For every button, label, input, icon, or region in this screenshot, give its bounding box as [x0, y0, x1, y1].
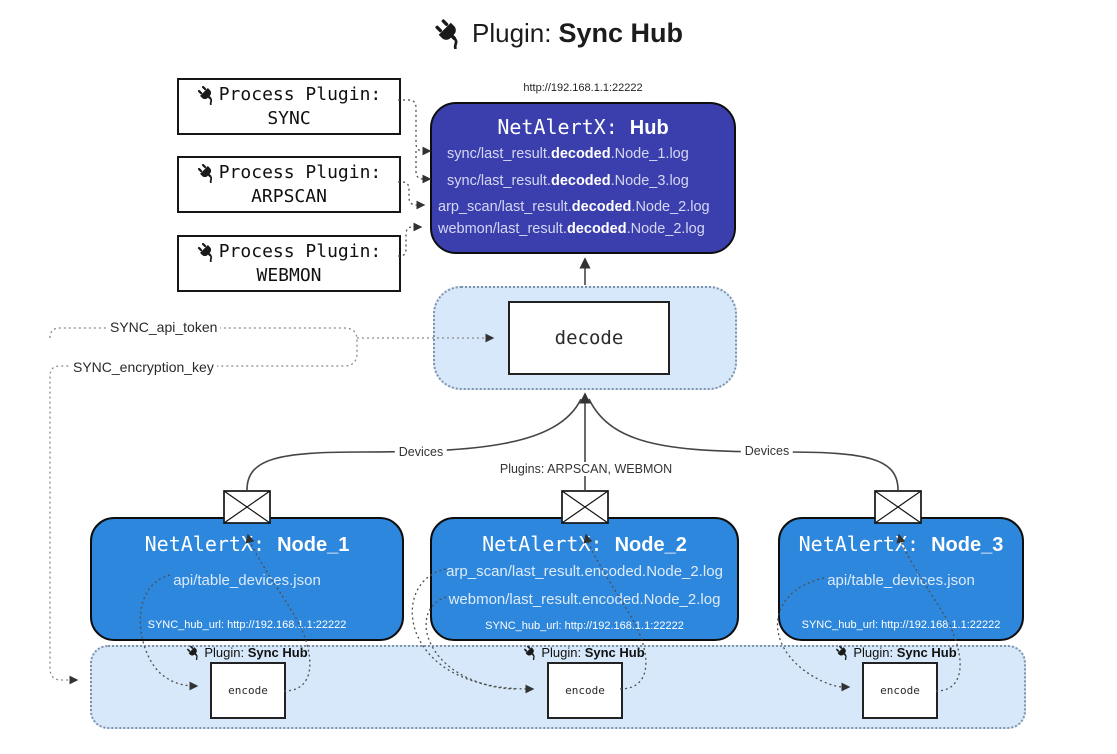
hub-log-line: arp_scan/last_result.decoded.Node_2.log — [438, 199, 710, 215]
hub-title-name: Hub — [629, 117, 669, 139]
process-plugin-name: ARPSCAN — [251, 185, 327, 207]
node1-box: NetAlertX: Node_1 api/table_devices.json… — [90, 517, 404, 641]
setting-sync-encryption-key: SYNC_encryption_key — [70, 359, 217, 375]
plug-icon — [197, 242, 217, 262]
node-file: arp_scan/last_result.encoded.Node_2.log — [446, 563, 723, 580]
plug-icon — [186, 645, 201, 660]
hub-title-prefix: NetAlertX: — [497, 115, 630, 139]
hub-log-line: sync/last_result.decoded.Node_3.log — [447, 173, 689, 189]
hub-title: NetAlertX: Hub — [432, 115, 734, 140]
edge-arpscan-to-log3 — [398, 181, 426, 210]
process-plugin-label: Process Plugin: — [218, 240, 382, 262]
node-hub-url: SYNC_hub_url: http://192.168.1.1:22222 — [801, 619, 1001, 631]
node2-box: NetAlertX: Node_2 arp_scan/last_result.e… — [430, 517, 739, 641]
hub-log-line: webmon/last_result.decoded.Node_2.log — [438, 221, 705, 237]
process-plugin-label: Process Plugin: — [218, 83, 382, 105]
edge-sync-to-log1 — [398, 99, 432, 156]
edge-label-devices-right: Devices — [740, 444, 794, 458]
hub-log-line: sync/last_result.decoded.Node_1.log — [447, 146, 689, 162]
plug-icon — [523, 645, 538, 660]
node-hub-url: SYNC_hub_url: http://192.168.1.1:22222 — [147, 619, 347, 631]
diagram-title-name: Sync Hub — [558, 18, 684, 48]
process-plugin-name: SYNC — [267, 107, 311, 129]
diagram-title-label: Plugin: — [471, 18, 552, 48]
node-file: api/table_devices.json — [827, 572, 975, 589]
plug-icon — [197, 85, 217, 105]
decode-box: decode — [508, 301, 670, 375]
node-title: NetAlertX: Node_1 — [144, 532, 350, 556]
node-file: api/table_devices.json — [173, 572, 321, 589]
edge-webmon-to-log4 — [398, 222, 423, 257]
hub-url-label: http://192.168.1.1:22222 — [523, 82, 643, 94]
node-file: webmon/last_result.encoded.Node_2.log — [448, 591, 721, 608]
encode-box-2: encode — [547, 662, 623, 719]
encode-box-3: encode — [862, 662, 938, 719]
plug-icon — [835, 645, 850, 660]
sync-hub-badge-2: Plugin: Sync Hub — [523, 645, 645, 660]
setting-sync-api-token: SYNC_api_token — [107, 319, 221, 335]
encode-box-1: encode — [210, 662, 286, 719]
node-title: NetAlertX: Node_2 — [482, 532, 687, 556]
edge-label-devices-left: Devices — [394, 445, 448, 459]
edge-label-plugins: Plugins: ARPSCAN, WEBMON — [495, 462, 677, 476]
process-plugin-webmon: Process Plugin: WEBMON — [177, 235, 401, 292]
diagram-title: Plugin: Sync Hub — [0, 18, 1117, 49]
plug-icon — [197, 163, 217, 183]
process-plugin-name: WEBMON — [256, 264, 322, 286]
hub-box: NetAlertX: Hub sync/last_result.decoded.… — [430, 102, 736, 254]
node3-box: NetAlertX: Node_3 api/table_devices.json… — [778, 517, 1024, 641]
edge-sync-to-log2 — [415, 151, 432, 184]
node-title: NetAlertX: Node_3 — [798, 532, 1004, 556]
sync-hub-badge-1: Plugin: Sync Hub — [186, 645, 308, 660]
process-plugin-arpscan: Process Plugin: ARPSCAN — [177, 156, 401, 213]
node-hub-url: SYNC_hub_url: http://192.168.1.1:22222 — [485, 620, 684, 632]
process-plugin-label: Process Plugin: — [218, 161, 382, 183]
sync-hub-badge-3: Plugin: Sync Hub — [835, 645, 957, 660]
plug-icon — [434, 18, 465, 49]
process-plugin-sync: Process Plugin: SYNC — [177, 78, 401, 135]
